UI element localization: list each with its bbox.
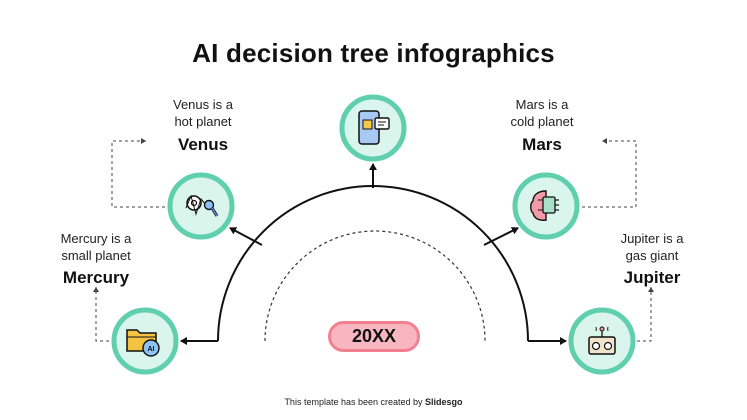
mercury-desc-line1: Mercury is a: [60, 231, 132, 246]
ai-folder-icon: AI: [126, 329, 160, 357]
venus-desc-line1: Venus is a: [173, 97, 233, 112]
dashed-connector-jupiter: [637, 287, 654, 342]
node-venus: [167, 172, 235, 240]
mars-description: Mars is a cold planet: [482, 96, 602, 130]
footer-credit: This template has been created by Slides…: [0, 397, 747, 407]
year-badge: 20XX: [328, 321, 420, 352]
connector-venus: [229, 227, 263, 246]
radio-icon: [588, 326, 616, 355]
jupiter-desc-line2: gas giant: [625, 248, 679, 263]
phone-chat-icon: [358, 110, 390, 145]
mercury-desc-line2: small planet: [61, 248, 131, 263]
mars-desc-line1: Mars is a: [515, 97, 569, 112]
main-arc: [217, 185, 529, 342]
jupiter-name: Jupiter: [623, 268, 681, 287]
settings-search-icon: [185, 194, 219, 217]
dashed-connector-mars: [582, 138, 637, 208]
mercury-description: Mercury is a small planet: [36, 230, 156, 264]
connector-mars: [483, 227, 519, 246]
node-jupiter: [568, 307, 636, 375]
mars-name: Mars: [522, 135, 562, 154]
venus-description: Venus is a hot planet: [143, 96, 263, 130]
mars-desc-line2: cold planet: [510, 114, 574, 129]
footer-brand[interactable]: Slidesgo: [425, 397, 463, 407]
jupiter-description: Jupiter is a gas giant: [592, 230, 712, 264]
mercury-name: Mercury: [62, 268, 130, 287]
node-top: [339, 94, 407, 162]
venus-desc-line2: hot planet: [174, 114, 232, 129]
dashed-connector-mercury: [93, 287, 109, 342]
svg-text:AI: AI: [148, 346, 155, 353]
venus-name: Venus: [177, 135, 229, 154]
node-mars: [512, 172, 580, 240]
node-mercury: AI: [111, 307, 179, 375]
page-title: AI decision tree infographics: [192, 38, 555, 68]
jupiter-desc-line1: Jupiter is a: [620, 231, 684, 246]
brain-chip-icon: [530, 190, 559, 221]
dashed-connector-venus: [111, 138, 165, 208]
footer-text: This template has been created by: [284, 397, 426, 407]
